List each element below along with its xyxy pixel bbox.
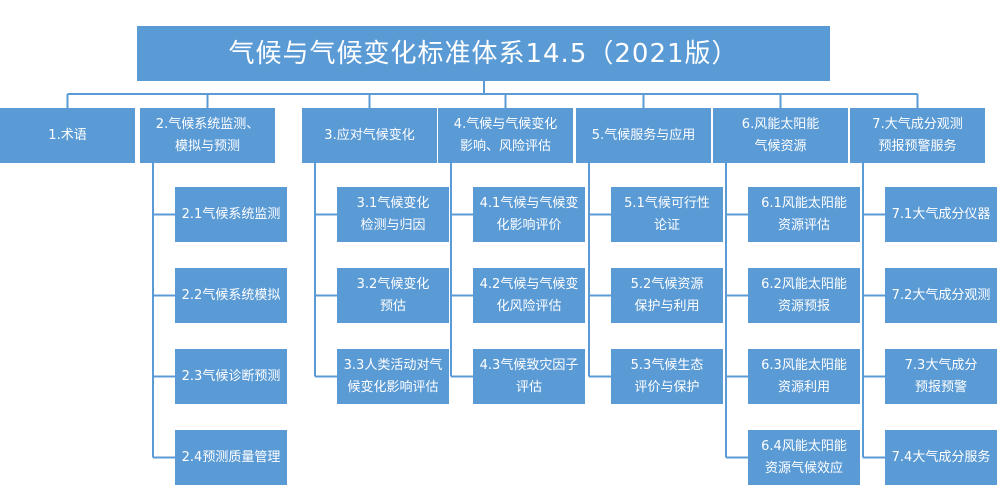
subtopic-node-6-3: 6.3风能太阳能 资源利用	[748, 349, 860, 404]
diagram-title: 气候与气候变化标准体系14.5（2021版）	[137, 26, 830, 81]
subtopic-node-5-3: 5.3气候生态 评价与保护	[611, 349, 723, 404]
category-node-3: 3.应对气候变化	[302, 108, 437, 163]
subtopic-node-4-3: 4.3气候致灾因子 评估	[473, 349, 585, 404]
subtopic-node-5-2: 5.2气候资源 保护与利用	[611, 268, 723, 323]
subtopic-node-4-2: 4.2气候与气候变 化风险评估	[473, 268, 585, 323]
subtopic-node-2-3: 2.3气候诊断预测	[175, 349, 287, 404]
subtopic-node-4-1: 4.1气候与气候变 化影响评价	[473, 187, 585, 242]
category-node-1: 1.术语	[0, 108, 135, 163]
subtopic-node-2-2: 2.2气候系统模拟	[175, 268, 287, 323]
subtopic-node-2-1: 2.1气候系统监测	[175, 187, 287, 242]
category-node-7: 7.大气成分观测 预报预警服务	[850, 108, 985, 163]
subtopic-node-7-2: 7.2大气成分观测	[885, 268, 997, 323]
category-node-5: 5.气候服务与应用	[576, 108, 711, 163]
subtopic-node-6-1: 6.1风能太阳能 资源评估	[748, 187, 860, 242]
category-node-2: 2.气候系统监测、 模拟与预测	[140, 108, 275, 163]
category-node-6: 6.风能太阳能 气候资源	[713, 108, 848, 163]
subtopic-node-7-1: 7.1大气成分仪器	[885, 187, 997, 242]
category-node-4: 4.气候与气候变化 影响、风险评估	[438, 108, 573, 163]
subtopic-node-6-2: 6.2风能太阳能 资源预报	[748, 268, 860, 323]
subtopic-node-3-2: 3.2气候变化 预估	[337, 268, 449, 323]
subtopic-node-7-4: 7.4大气成分服务	[885, 430, 997, 485]
subtopic-node-2-4: 2.4预测质量管理	[175, 430, 287, 485]
subtopic-node-6-4: 6.4风能太阳能 资源气候效应	[748, 430, 860, 485]
subtopic-node-3-1: 3.1气候变化 检测与归因	[337, 187, 449, 242]
subtopic-node-7-3: 7.3大气成分 预报预警	[885, 349, 997, 404]
subtopic-node-5-1: 5.1气候可行性 论证	[611, 187, 723, 242]
subtopic-node-3-3: 3.3人类活动对气 候变化影响评估	[337, 349, 449, 404]
